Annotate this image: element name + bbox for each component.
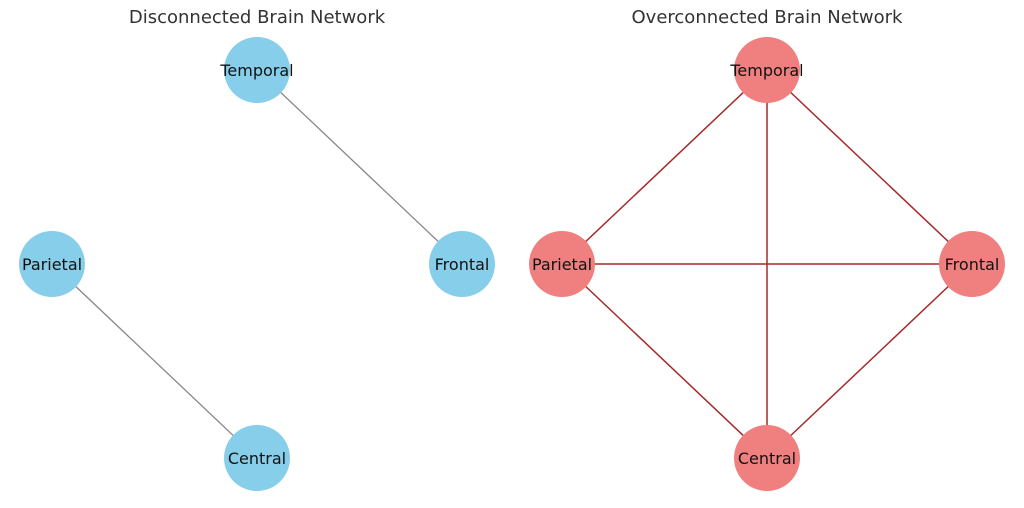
overconnected-network-panel: Overconnected Brain Network Temporal Par… bbox=[529, 7, 1005, 491]
edge-parietal-central bbox=[51, 263, 258, 459]
disconnected-network-title: Disconnected Brain Network bbox=[129, 7, 386, 28]
left-edges bbox=[51, 69, 463, 459]
node-parietal-label: Parietal bbox=[22, 255, 82, 274]
node-temporal-label: Temporal bbox=[729, 61, 803, 80]
node-parietal: Parietal bbox=[19, 231, 85, 297]
node-frontal: Frontal bbox=[429, 231, 495, 297]
edge-temporal-frontal bbox=[256, 69, 463, 265]
node-central-label: Central bbox=[228, 449, 286, 468]
node-temporal: Temporal bbox=[219, 37, 294, 103]
right-edges bbox=[561, 69, 973, 459]
node-temporal-circle bbox=[734, 37, 800, 103]
node-parietal-label: Parietal bbox=[532, 255, 592, 274]
node-parietal-circle bbox=[529, 231, 595, 297]
node-temporal-circle bbox=[224, 37, 290, 103]
node-central-circle bbox=[224, 425, 290, 491]
edge-frontal-central bbox=[766, 263, 973, 459]
edge-temporal-parietal bbox=[561, 69, 768, 265]
node-frontal: Frontal bbox=[939, 231, 1005, 297]
edge-temporal-frontal bbox=[766, 69, 973, 265]
node-central: Central bbox=[224, 425, 290, 491]
disconnected-network-panel: Disconnected Brain Network Temporal Pari… bbox=[19, 7, 495, 491]
node-central: Central bbox=[734, 425, 800, 491]
edge-parietal-central bbox=[561, 263, 768, 459]
node-frontal-circle bbox=[429, 231, 495, 297]
node-frontal-circle bbox=[939, 231, 1005, 297]
node-central-label: Central bbox=[738, 449, 796, 468]
node-frontal-label: Frontal bbox=[435, 255, 490, 274]
node-temporal-label: Temporal bbox=[219, 61, 293, 80]
node-central-circle bbox=[734, 425, 800, 491]
node-temporal: Temporal bbox=[729, 37, 804, 103]
node-parietal-circle bbox=[19, 231, 85, 297]
node-frontal-label: Frontal bbox=[945, 255, 1000, 274]
node-parietal: Parietal bbox=[529, 231, 595, 297]
overconnected-network-title: Overconnected Brain Network bbox=[632, 7, 904, 28]
